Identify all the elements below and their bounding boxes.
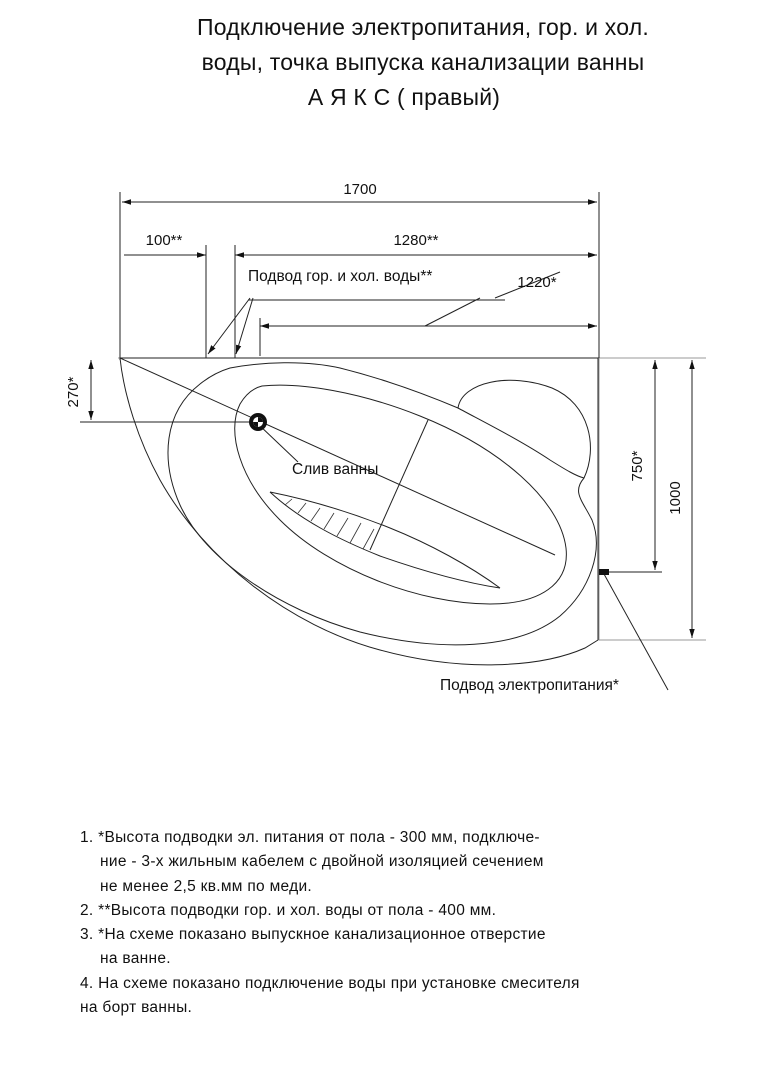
label-water-supply: Подвод гор. и хол. воды** [248, 268, 432, 285]
title-line-3: А Я К С ( правый) [307, 84, 501, 110]
power-supply-point [599, 569, 609, 575]
note-line: ние - 3-х жильным кабелем с двойной изол… [100, 853, 544, 871]
note-line: 3. *На схеме показано выпускное канализа… [80, 926, 546, 944]
dim-text-1220: 1220* [517, 274, 556, 291]
title-line-1: Подключение электропитания, гор. и хол. [197, 14, 649, 40]
notes-list: 1. *Высота подводки эл. питания от пола … [80, 826, 760, 1020]
note-line: 2. **Высота подводки гор. и хол. воды от… [80, 901, 497, 919]
dim-text-1700: 1700 [343, 181, 376, 198]
bathtub-deck [167, 362, 597, 646]
note-line: на борт ванны. [80, 999, 193, 1017]
title-line-2: воды, точка выпуска канализации ванны [201, 49, 645, 75]
drain-point [249, 413, 267, 431]
dim-text-100: 100** [146, 232, 183, 249]
label-power-supply: Подвод электропитания* [440, 677, 619, 694]
dim-text-1280: 1280** [393, 232, 438, 249]
note-line: 1. *Высота подводки эл. питания от пола … [80, 829, 540, 846]
note-line: 4. На схеме показано подключение воды пр… [80, 974, 580, 992]
bathtub-basin [234, 384, 567, 605]
label-drain: Слив ванны [292, 461, 378, 478]
note-line: не менее 2,5 кв.мм по меди. [100, 877, 313, 895]
dim-text-750: 750* [629, 450, 646, 481]
dim-text-270: 270* [65, 376, 82, 407]
dim-text-1000: 1000 [667, 481, 684, 514]
note-line: на ванне. [100, 950, 171, 968]
bathtub-outer-rim [119, 357, 599, 666]
page-title: Подключение электропитания, гор. и хол. … [0, 10, 772, 115]
